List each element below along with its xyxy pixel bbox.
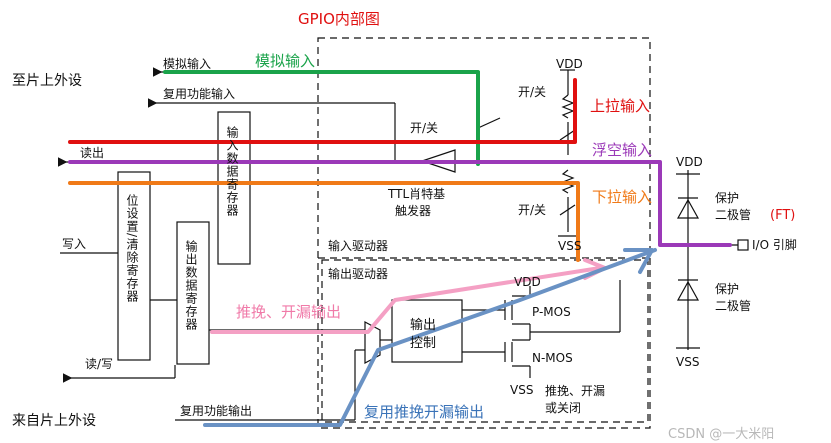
output-control-label-1: 输出 — [410, 318, 437, 333]
read-out-label: 读出 — [80, 146, 105, 160]
read-write-label: 读/写 — [85, 357, 114, 371]
diode-top-label-2: 二极管 — [715, 208, 752, 222]
output-mode-label-1: 推挽、开漏 — [545, 384, 606, 398]
output-data-register-box — [176, 221, 210, 365]
input-vss-label: VSS — [558, 239, 582, 253]
purple-floating-path — [68, 160, 732, 247]
outer-dashed-box — [317, 37, 651, 429]
output-data-register-label: 输出数据寄存器 — [184, 240, 198, 331]
nmos-label: N-MOS — [532, 351, 573, 365]
pin-vss-label: VSS — [676, 355, 700, 369]
output-vdd-label: VDD — [514, 275, 541, 289]
alt-func-output-label: 复用功能输出 — [180, 404, 253, 418]
switch-label-bottom: 开/关 — [518, 203, 547, 217]
annotation-analog-input: 模拟输入 — [255, 52, 316, 70]
from-peripheral-label: 来自片上外设 — [12, 413, 96, 429]
diode-top-label-1: 保护 — [715, 191, 740, 205]
diode-bottom — [676, 280, 700, 301]
blue-alt-pushpull-path — [203, 248, 657, 427]
diode-top — [676, 198, 700, 219]
watermark: CSDN @一大米阳 — [668, 427, 775, 442]
diode-bottom-label-1: 保护 — [715, 282, 740, 296]
pin-vdd-label: VDD — [676, 155, 703, 169]
pull-up-resistor — [561, 94, 575, 119]
annotation-push-pull-open-drain: 推挽、开漏输出 — [236, 303, 342, 321]
schmitt-label-1: TTL肖特基 — [388, 187, 446, 201]
ft-label: (FT) — [770, 208, 796, 223]
input-data-register-box — [217, 111, 251, 265]
output-control-label-2: 控制 — [410, 336, 437, 351]
annotation-pull-up-input: 上拉输入 — [590, 97, 651, 115]
bit-set-reset-register-label: 位设置/清除寄存器 — [125, 194, 139, 304]
output-vss-label: VSS — [510, 383, 534, 397]
output-driver-label: 输出驱动器 — [328, 267, 389, 281]
bit-set-reset-register-box — [117, 171, 151, 361]
annotation-pull-down-input: 下拉输入 — [592, 188, 653, 206]
input-vdd-label: VDD — [556, 57, 583, 71]
blue-alt-pushpull-arrow — [623, 248, 654, 274]
alt-func-input-label: 复用功能输入 — [163, 87, 236, 101]
write-in-label: 写入 — [62, 237, 87, 251]
pink-pushpull-path — [210, 266, 602, 334]
annotation-alt-push-pull: 复用推挽开漏输出 — [364, 403, 485, 421]
io-pin-box — [737, 239, 749, 251]
diagram-title: GPIO内部图 — [298, 10, 380, 28]
green-analog-path — [163, 70, 480, 166]
switch-label-mid: 开/关 — [410, 121, 439, 135]
to-peripheral-label: 至片上外设 — [12, 73, 82, 89]
pmos-label: P-MOS — [532, 305, 571, 319]
schmitt-label-2: 触发器 — [395, 204, 432, 218]
output-mux — [364, 321, 381, 364]
output-control-box — [391, 299, 463, 363]
red-pullup-path — [68, 78, 577, 144]
switch-label-top: 开/关 — [518, 85, 547, 99]
output-driver-dashed-box — [321, 259, 649, 423]
analog-input-label: 模拟输入 — [163, 57, 212, 71]
annotation-floating-input: 浮空输入 — [592, 141, 653, 159]
input-data-register-label: 输入数据寄存器 — [225, 126, 239, 217]
orange-pulldown-path — [68, 181, 580, 262]
io-pin-label: I/O 引脚 — [752, 238, 797, 252]
input-driver-label: 输入驱动器 — [328, 239, 389, 253]
diode-bottom-label-2: 二极管 — [715, 299, 752, 313]
output-mode-label-2: 或关闭 — [545, 401, 582, 415]
